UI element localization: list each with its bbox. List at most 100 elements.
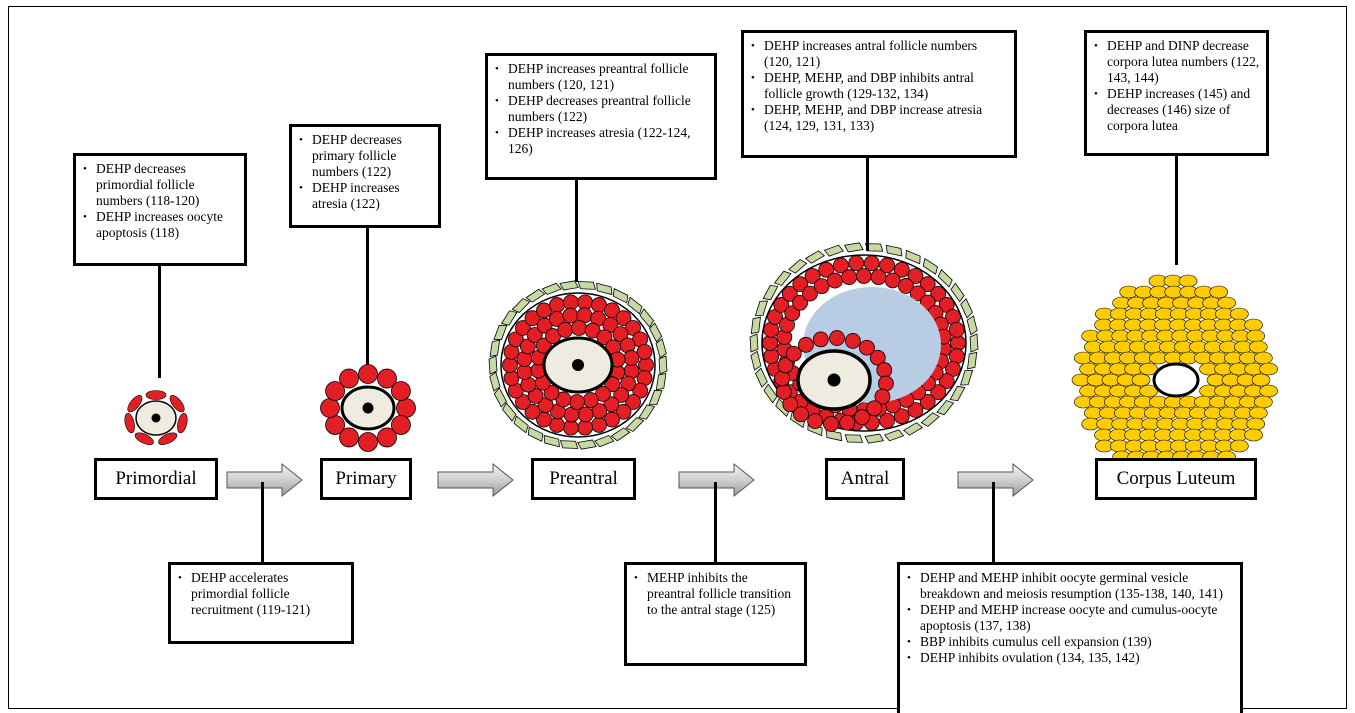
granulosa-cell [879,412,895,429]
luteal-cell [1249,340,1268,354]
luteal-cell [1249,406,1268,420]
granulosa-cell [519,338,536,355]
connector-preantral [575,177,578,282]
granulosa-cell [391,415,411,435]
theca-cell [527,426,544,442]
granulosa-cell [577,406,594,423]
granulosa-cell [938,373,955,389]
theca-cell [638,404,656,420]
connector-recruitment [261,482,264,564]
theca-cell [967,351,978,370]
note-primordial: DEHP decreases primordial follicle numbe… [73,153,247,266]
nucleus [827,373,841,387]
theca-cell [501,402,517,422]
theca-cell [489,371,501,392]
granulosa-cell [781,285,798,302]
granulosa-cell [919,393,936,410]
cumulus-cell [874,388,891,405]
theca-cell [959,369,974,386]
luteal-cell [1139,362,1158,376]
luteal-cell [1217,296,1236,310]
theca-cell [749,333,759,353]
connector-primary [366,225,369,365]
granulosa-cell [584,322,601,339]
granulosa-cell [582,392,599,408]
granulosa-cell [515,394,531,410]
granulosa-cell [377,368,397,389]
figure-frame [8,6,1347,709]
granulosa-cell [893,261,910,278]
granulosa-cell [358,364,378,384]
granulosa-cell [612,326,629,343]
note-item: DEHP increases preantral follicle number… [495,61,708,93]
theca-cell [960,298,973,319]
granulosa-cell [855,268,872,284]
note-item: DEHP decreases preantral follicle number… [495,93,708,125]
cumulus-cell [869,349,886,366]
theca-cell [844,434,864,443]
theca-cell [754,300,769,317]
note-recruitment: DEHP accelerates primordial follicle rec… [168,562,354,644]
theca-cell [500,310,518,326]
note-corpus-luteum: DEHP and DINP decrease corpora lutea num… [1084,30,1269,156]
granulosa-cell [948,321,965,338]
primary-follicle [320,364,416,452]
stage-arrow [678,462,755,498]
note-preantral-to-antral: MEHP inhibits the preantral follicle tra… [624,562,807,666]
granulosa-cell [502,357,518,373]
theca-cell [823,244,845,257]
granulosa-cell [569,394,585,410]
granulosa-cell [792,276,809,293]
primordial-follicle [124,390,188,445]
note-item: DEHP and MEHP increase oocyte and cumulu… [907,602,1234,634]
cl-center [1152,362,1200,398]
theca-cell [885,244,903,257]
luteal-cell [1254,395,1273,409]
granulosa-cell [524,310,541,327]
luteal-cell [1230,307,1249,321]
granulosa-cell [515,320,531,336]
theca-cell [655,372,667,391]
luteal-cell [1244,428,1263,442]
theca-cell [936,400,955,416]
theca-cell [788,259,808,274]
granulosa-cell [909,285,926,302]
cumulus-cell [785,345,802,362]
granulosa-cell [377,427,397,448]
granulosa-cell [527,387,544,404]
cumulus-cell [793,406,809,423]
stage-arrow [226,462,303,498]
granulosa-cell [930,285,947,302]
granulosa-cell [543,384,560,401]
theca-cell [596,282,613,296]
theca-cell [864,433,885,444]
theca-cell [658,355,668,375]
note-item: DEHP and DINP decrease corpora lutea num… [1094,38,1260,86]
theca-cell [594,434,615,448]
connector-ovulation [992,482,995,564]
granulosa-cell [818,261,835,278]
granulosa-cell [833,257,849,274]
granulosa-cell [863,255,880,272]
theca-cell [639,308,655,328]
luteal-cell [1131,373,1151,387]
preantral-follicle [488,280,668,450]
granulosa-cell [396,398,416,418]
cumulus-cell [807,413,824,429]
nucleus [572,359,584,371]
granulosa-cell [596,329,613,346]
luteal-cell [1246,417,1265,431]
theca-cell [511,298,531,314]
granulosa-cell [391,381,411,401]
theca-cell [541,282,562,296]
granulosa-cell [134,432,154,445]
granulosa-cell [893,408,910,425]
theca-cell [543,434,560,448]
stage-arrow [957,462,1034,498]
granulosa-cell [557,322,574,338]
granulosa-cell [763,348,780,365]
granulosa-cell [577,419,594,436]
theca-cell [559,440,579,449]
granulosa-cell [615,403,632,420]
